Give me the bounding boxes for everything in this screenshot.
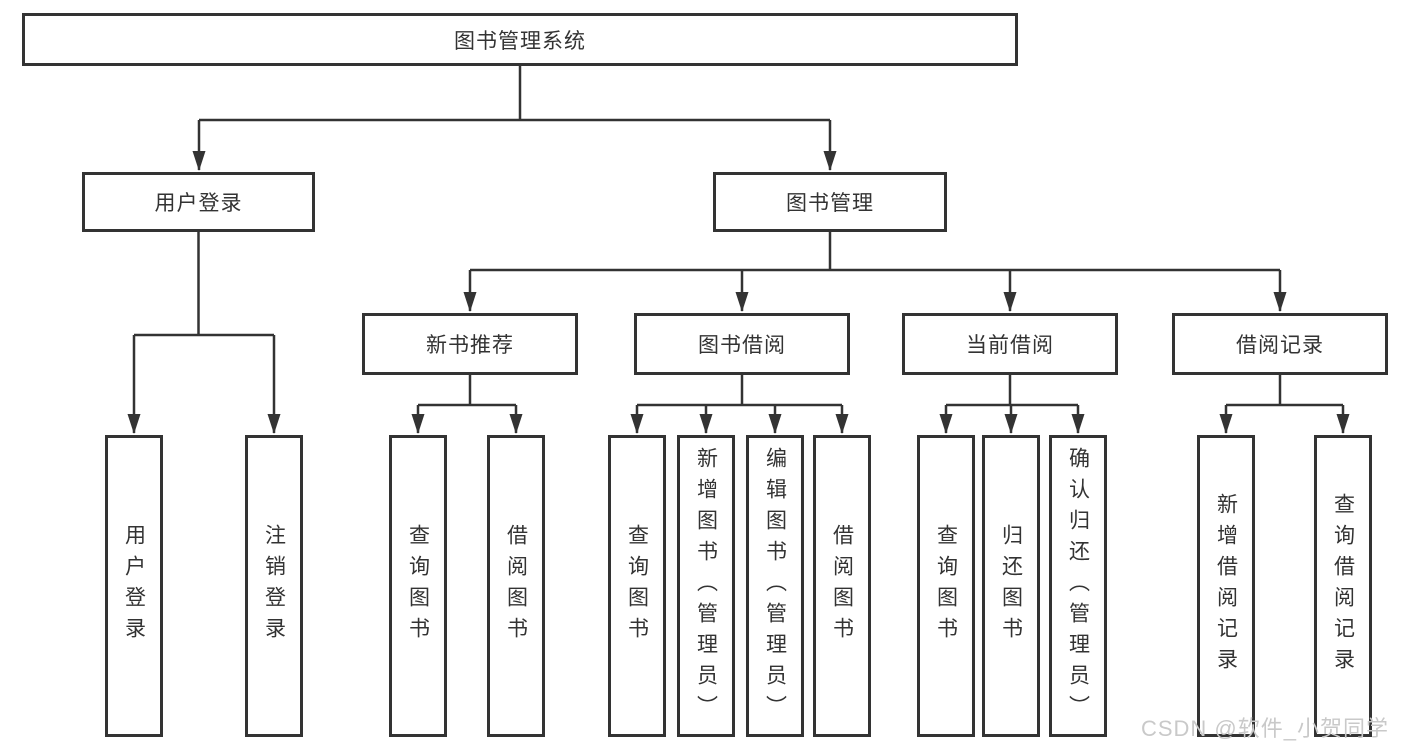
node-label: 借阅记录 — [1236, 334, 1324, 357]
node-label: 新增借阅记录 — [1214, 493, 1238, 679]
node-user-login: 用户登录 — [82, 172, 315, 232]
node-label: 查询借阅记录 — [1331, 493, 1355, 679]
node-label: 查询图书 — [934, 524, 958, 648]
node-book-management-system: 图书管理系统 — [22, 13, 1018, 66]
node-label: 图书管理系统 — [454, 29, 586, 53]
leaf-return-books: 归还图书 — [982, 435, 1040, 737]
leaf-query-books-recommend: 查询图书 — [389, 435, 447, 737]
node-book-borrowing: 图书借阅 — [634, 313, 850, 375]
node-label: 借阅图书 — [830, 524, 854, 648]
node-label: 查询图书 — [406, 524, 430, 648]
leaf-query-borrow-record: 查询借阅记录 — [1314, 435, 1372, 737]
node-label: 新增图书（管理员） — [694, 446, 718, 726]
node-label: 用户登录 — [154, 192, 243, 215]
leaf-confirm-return-admin: 确认归还（管理员） — [1049, 435, 1107, 737]
node-label: 归还图书 — [999, 524, 1023, 648]
node-label: 编辑图书（管理员） — [763, 446, 787, 726]
node-label: 图书管理 — [786, 192, 874, 215]
leaf-edit-book-admin: 编辑图书（管理员） — [746, 435, 804, 737]
node-label: 借阅图书 — [504, 524, 528, 648]
node-label: 用户登录 — [122, 524, 146, 648]
node-label: 确认归还（管理员） — [1066, 446, 1090, 726]
node-book-management: 图书管理 — [713, 172, 947, 232]
leaf-add-book-admin: 新增图书（管理员） — [677, 435, 735, 737]
node-label: 注销登录 — [262, 524, 286, 648]
node-new-book-recommendation: 新书推荐 — [362, 313, 578, 375]
node-label: 图书借阅 — [698, 334, 786, 357]
leaf-add-borrow-record: 新增借阅记录 — [1197, 435, 1255, 737]
node-current-borrowing: 当前借阅 — [902, 313, 1118, 375]
leaf-user-login: 用户登录 — [105, 435, 163, 737]
leaf-query-books-current: 查询图书 — [917, 435, 975, 737]
node-label: 新书推荐 — [426, 334, 514, 357]
leaf-logout: 注销登录 — [245, 435, 303, 737]
watermark: CSDN @软件_小贺同学 — [1140, 716, 1389, 741]
node-label: 当前借阅 — [966, 334, 1054, 357]
node-label: 查询图书 — [625, 524, 649, 648]
leaf-borrow-books: 借阅图书 — [813, 435, 871, 737]
leaf-query-books-borrow: 查询图书 — [608, 435, 666, 737]
node-borrowing-records: 借阅记录 — [1172, 313, 1388, 375]
leaf-borrow-books-recommend: 借阅图书 — [487, 435, 545, 737]
